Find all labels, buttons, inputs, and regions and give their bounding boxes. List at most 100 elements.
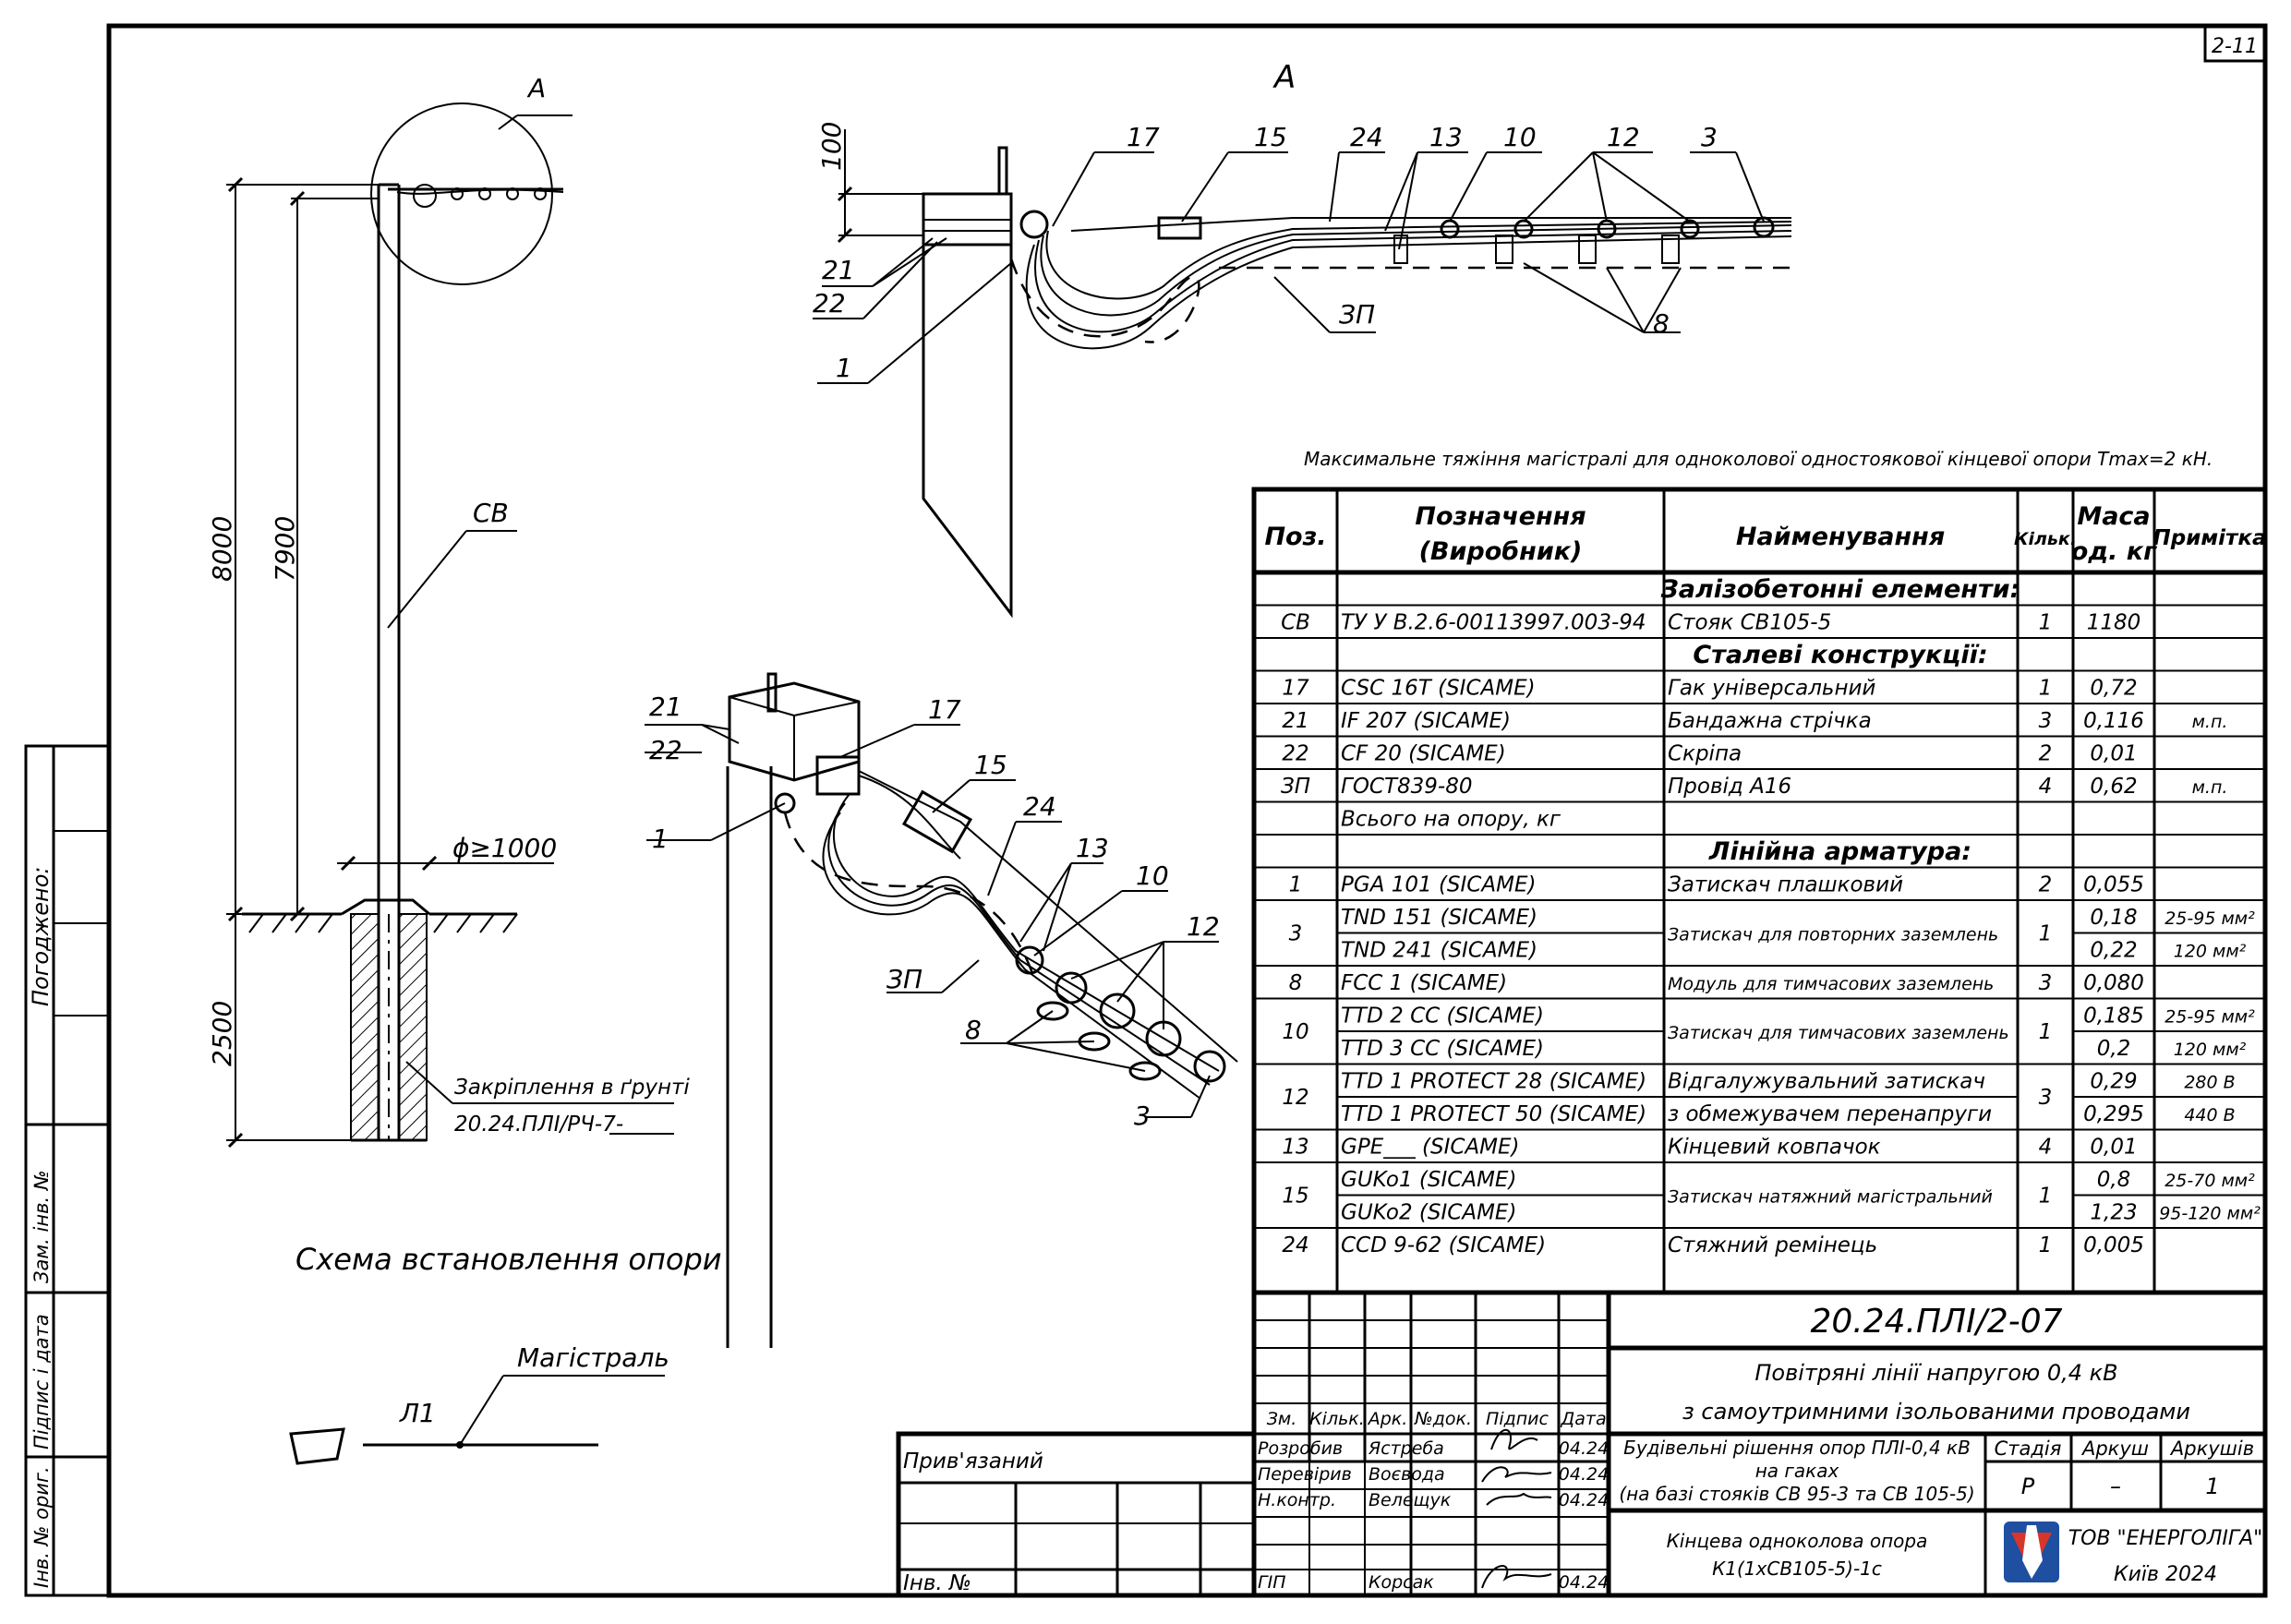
tb-project-line2: з самоутримними ізольованими проводами (1682, 1399, 2190, 1425)
fixing-label: Закріплення в ґрунті (454, 1076, 690, 1100)
spec-mass: 0,080 (2083, 971, 2144, 995)
spec-qty: 2 (2039, 741, 2053, 765)
spec-pos: 22 (1282, 741, 1308, 765)
dim-diameter: ϕ≥1000 (452, 833, 557, 863)
tb-col-header: Дата (1560, 1409, 1606, 1429)
iso-callout-22: 22 (649, 735, 682, 765)
spec-pos: 17 (1282, 676, 1309, 700)
spec-note: 120 мм² (2174, 1040, 2247, 1060)
legend-main-label: Магістраль (517, 1342, 669, 1373)
tb-col-header: Кільк. (1309, 1409, 1365, 1429)
spec-pos: 12 (1282, 1086, 1308, 1110)
tb-role: ГІП (1258, 1572, 1285, 1593)
tb-col-header: №док. (1414, 1409, 1472, 1429)
tb-inv-label: Інв. № (903, 1571, 971, 1595)
spec-designation: CSC 16T (SICAME) (1341, 676, 1536, 700)
spec-note: 25-95 мм² (2164, 1006, 2255, 1027)
spec-note: 280 В (2184, 1072, 2235, 1092)
spec-designation: TND 151 (SICAME) (1341, 906, 1537, 930)
side-agreed: Погоджено: (28, 867, 54, 1006)
tb-sheets: 1 (2205, 1474, 2219, 1499)
spec-pos: 24 (1282, 1233, 1308, 1257)
spec-designation: IF 207 (SICAME) (1341, 709, 1511, 733)
spec-designation: TND 241 (SICAME) (1341, 938, 1537, 962)
spec-designation: TTD 3 CC (SICAME) (1341, 1037, 1544, 1061)
tb-project-line1: Повітряні лінії напругою 0,4 кВ (1754, 1360, 2117, 1386)
iso-callout-21: 21 (649, 692, 682, 722)
spec-name: з обмежувачем перенапруги (1668, 1102, 1992, 1126)
iso-callout-zp: ЗП (886, 964, 922, 994)
side-inv-orig: Інв. № ориг. (30, 1466, 53, 1588)
tb-role-date: 04.24 (1559, 1490, 1609, 1510)
spec-pos: 3 (1289, 922, 1303, 946)
iso-callout-17: 17 (928, 694, 961, 725)
detail-callout-3: 3 (1701, 122, 1718, 152)
tb-sub-line2: на гаках (1755, 1460, 1839, 1482)
spec-mass: 0,8 (2097, 1168, 2131, 1192)
spec-mass: 0,72 (2090, 676, 2137, 700)
spec-qty: 4 (2039, 775, 2053, 799)
title-block: Прив'язаний Інв. № 20.24.ПЛІ/2-07 Повітр… (896, 1290, 2268, 1598)
iso-callout-12: 12 (1187, 911, 1220, 942)
iso-callout-10: 10 (1136, 860, 1169, 891)
spec-designation: FCC 1 (SICAME) (1341, 971, 1507, 995)
th-pos: Поз. (1264, 523, 1326, 551)
spec-qty: 3 (2039, 709, 2053, 733)
spec-note: м.п. (2192, 712, 2228, 732)
spec-name: Відгалужувальний затискач (1668, 1069, 1985, 1093)
spec-mass: 0,22 (2090, 938, 2137, 962)
spec-qty: 3 (2039, 1086, 2053, 1110)
spec-designation: TTD 1 PROTECT 50 (SICAME) (1341, 1102, 1646, 1126)
spec-pos: 15 (1282, 1185, 1308, 1209)
spec-mass: 1180 (2087, 610, 2141, 634)
side-sign-date: Підпис і дата (30, 1314, 53, 1450)
spec-designation: ТУ У В.2.6-00113997.003-94 (1341, 610, 1646, 634)
tb-role-name: Воєвода (1369, 1464, 1445, 1485)
spec-designation: TTD 2 CC (SICAME) (1341, 1004, 1544, 1028)
spec-note: 440 В (2184, 1105, 2235, 1125)
iso-callout-15: 15 (974, 750, 1007, 780)
scheme-title: Схема встановлення опори (295, 1242, 722, 1277)
spec-name: Кінцевий ковпачок (1668, 1135, 1881, 1159)
tb-sub-line1: Будівельні рішення опор ПЛІ-0,4 кВ (1623, 1437, 1971, 1459)
spec-mass: 0,29 (2090, 1069, 2137, 1093)
company-logo-icon (2004, 1522, 2059, 1582)
spec-qty: 1 (2039, 1233, 2053, 1257)
spec-pos: 8 (1289, 971, 1303, 995)
th-note: Примітка (2153, 526, 2267, 550)
spec-mass: 0,18 (2090, 906, 2137, 930)
signature-scribbles (1481, 1428, 1552, 1589)
detail-title: А (1272, 59, 1296, 96)
dim-ground: 2500 (207, 1001, 237, 1066)
spec-pos: СВ (1281, 610, 1310, 634)
spec-qty: 2 (2039, 872, 2053, 896)
iso-callout-8: 8 (965, 1015, 982, 1045)
dim-above: 7900 (270, 516, 300, 582)
spec-mass: 0,295 (2083, 1102, 2144, 1126)
spec-name: Затискач натяжний магістральний (1668, 1187, 1993, 1208)
tb-col-header: Арк. (1367, 1409, 1408, 1429)
tb-role-date: 04.24 (1559, 1438, 1609, 1459)
spec-name: Гак універсальний (1668, 676, 1875, 700)
dim-total: 8000 (207, 516, 237, 582)
tb-sub-line3: (на базі стояків СВ 95-3 та СВ 105-5) (1619, 1483, 1974, 1505)
tb-stage: Р (2021, 1474, 2035, 1499)
tb-company: ТОВ "ЕНЕРГОЛІГА" (2068, 1527, 2263, 1550)
spec-qty: 1 (2039, 922, 2053, 946)
spec-section-title: Сталеві конструкції: (1693, 641, 1987, 669)
th-mass-sub: од. кг (2071, 537, 2157, 566)
spec-note: 120 мм² (2174, 941, 2247, 961)
detail-callout-zp: ЗП (1339, 299, 1375, 330)
spec-name: Бандажна стрічка (1668, 709, 1872, 733)
spec-designation: CF 20 (SICAME) (1341, 741, 1506, 765)
spec-designation: GUKo1 (SICAME) (1341, 1168, 1516, 1192)
iso-callout-13: 13 (1076, 833, 1109, 863)
tb-role: Н.контр. (1258, 1490, 1336, 1510)
spec-pos: 13 (1282, 1135, 1308, 1159)
spec-designation: Всього на опору, кг (1341, 807, 1561, 831)
spec-designation: GUKo2 (SICAME) (1341, 1200, 1516, 1224)
spec-designation: GPE___ (SICAME) (1341, 1135, 1520, 1159)
iso-callout-3: 3 (1134, 1101, 1151, 1131)
